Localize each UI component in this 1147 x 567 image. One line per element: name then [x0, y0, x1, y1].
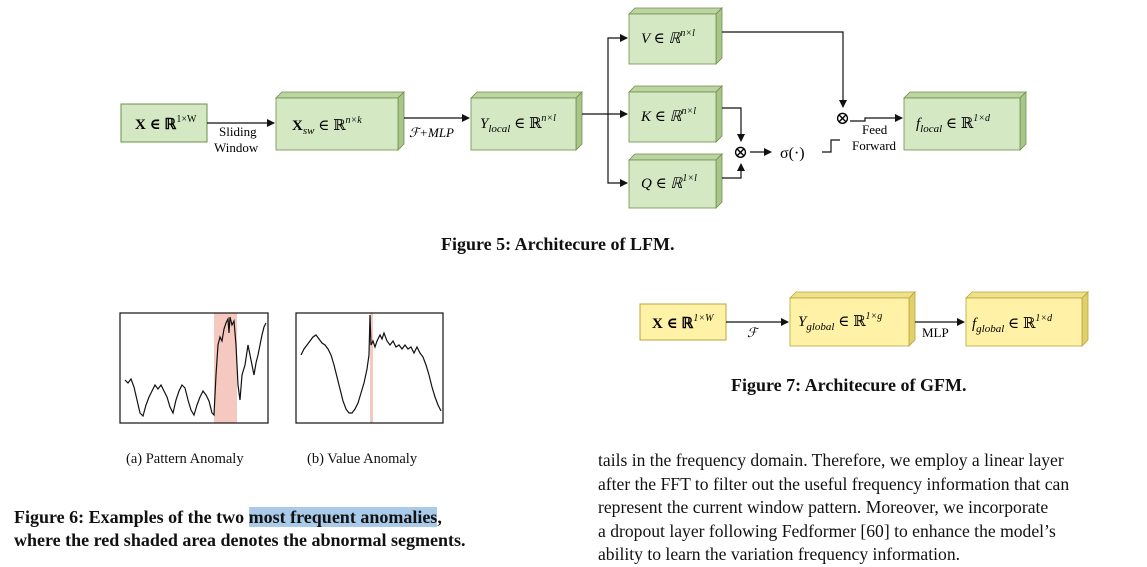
feed-label: Feed [862, 122, 888, 137]
xsw-box: Xsw ∈ ℝn×k [275, 91, 405, 151]
v-box: V ∈ ℝn×l [628, 7, 723, 65]
svg-text:Yglobal ∈ ℝ1×g: Yglobal ∈ ℝ1×g [798, 311, 882, 333]
fig6-anomaly-examples [119, 312, 444, 424]
flocal-box: flocal ∈ ℝ1×d [903, 91, 1027, 151]
sliding-label: Sliding [219, 124, 257, 139]
k-box: K ∈ ℝn×l [628, 85, 723, 143]
forward-label: Forward [852, 138, 897, 153]
body-line: a dropout layer following Fedformer [60]… [598, 520, 1056, 541]
svg-text:fglobal ∈ ℝ1×d: fglobal ∈ ℝ1×d [972, 313, 1053, 335]
x-node-label: X ∈ ℝ [135, 117, 177, 133]
q-box: Q ∈ ℝ1×l [628, 153, 723, 209]
gfm-f-label: ℱ [747, 325, 760, 340]
yglobal-box: Yglobal ∈ ℝ1×g [789, 291, 916, 347]
otimes-qk: ⊗ [733, 142, 748, 162]
svg-text:flocal ∈ ℝ1×d: flocal ∈ ℝ1×d [916, 113, 991, 135]
lfm-arrows [207, 31, 903, 187]
fig5-caption: Figure 5: Architecure of LFM. [441, 234, 675, 254]
value-anomaly-plot [295, 312, 444, 424]
fig7-caption: Figure 7: Architecure of GFM. [731, 375, 967, 395]
gfm-mlp-label: MLP [922, 325, 949, 340]
window-label: Window [214, 140, 259, 155]
fmlp-label: ℱ+MLP [409, 125, 454, 140]
body-line: represent the current window pattern. Mo… [598, 497, 1049, 517]
svg-text:X ∈ ℝ1×W: X ∈ ℝ1×W [135, 114, 197, 133]
subcaption-b: (b) Value Anomaly [307, 451, 418, 467]
gfm-x-box: X ∈ ℝ1×W [639, 303, 727, 341]
svg-text:Q ∈ ℝ1×l: Q ∈ ℝ1×l [641, 173, 697, 192]
sigma-label: σ(·) [780, 145, 805, 162]
fglobal-box: fglobal ∈ ℝ1×d [965, 291, 1089, 347]
svg-text:Ylocal ∈ ℝn×l: Ylocal ∈ ℝn×l [480, 113, 556, 135]
fig6-caption: Figure 6: Examples of the two most frequ… [14, 507, 466, 550]
body-paragraph: tails in the frequency domain. Therefore… [598, 449, 1069, 567]
x-input-box: X ∈ ℝ1×W [120, 103, 208, 143]
lfm-architecture-diagram: X ∈ ℝ1×W Xsw ∈ ℝn×k Ylocal ∈ ℝn×l V ∈ ℝn… [120, 7, 1027, 209]
svg-text:X ∈ ℝ1×W: X ∈ ℝ1×W [652, 313, 715, 332]
svg-text:K ∈ ℝn×l: K ∈ ℝn×l [640, 106, 696, 125]
highlighted-text: most frequent anomalies [248, 507, 438, 527]
subcaption-a: (a) Pattern Anomaly [126, 451, 244, 467]
body-line: tails in the frequency domain. Therefore… [598, 450, 1064, 470]
ylocal-box: Ylocal ∈ ℝn×l [470, 91, 583, 151]
gfm-architecture-diagram: X ∈ ℝ1×W Yglobal ∈ ℝ1×g fglobal ∈ ℝ1×d ℱ… [639, 291, 1089, 347]
otimes-v: ⊗ [835, 108, 850, 128]
pattern-anomaly-plot [119, 312, 269, 424]
svg-text:Xsw ∈ ℝn×k: Xsw ∈ ℝn×k [292, 115, 362, 137]
body-line: ability to learn the variation frequency… [598, 544, 961, 564]
body-line: after the FFT to filter out the useful f… [598, 473, 1070, 494]
svg-text:V ∈ ℝn×l: V ∈ ℝn×l [641, 28, 695, 47]
